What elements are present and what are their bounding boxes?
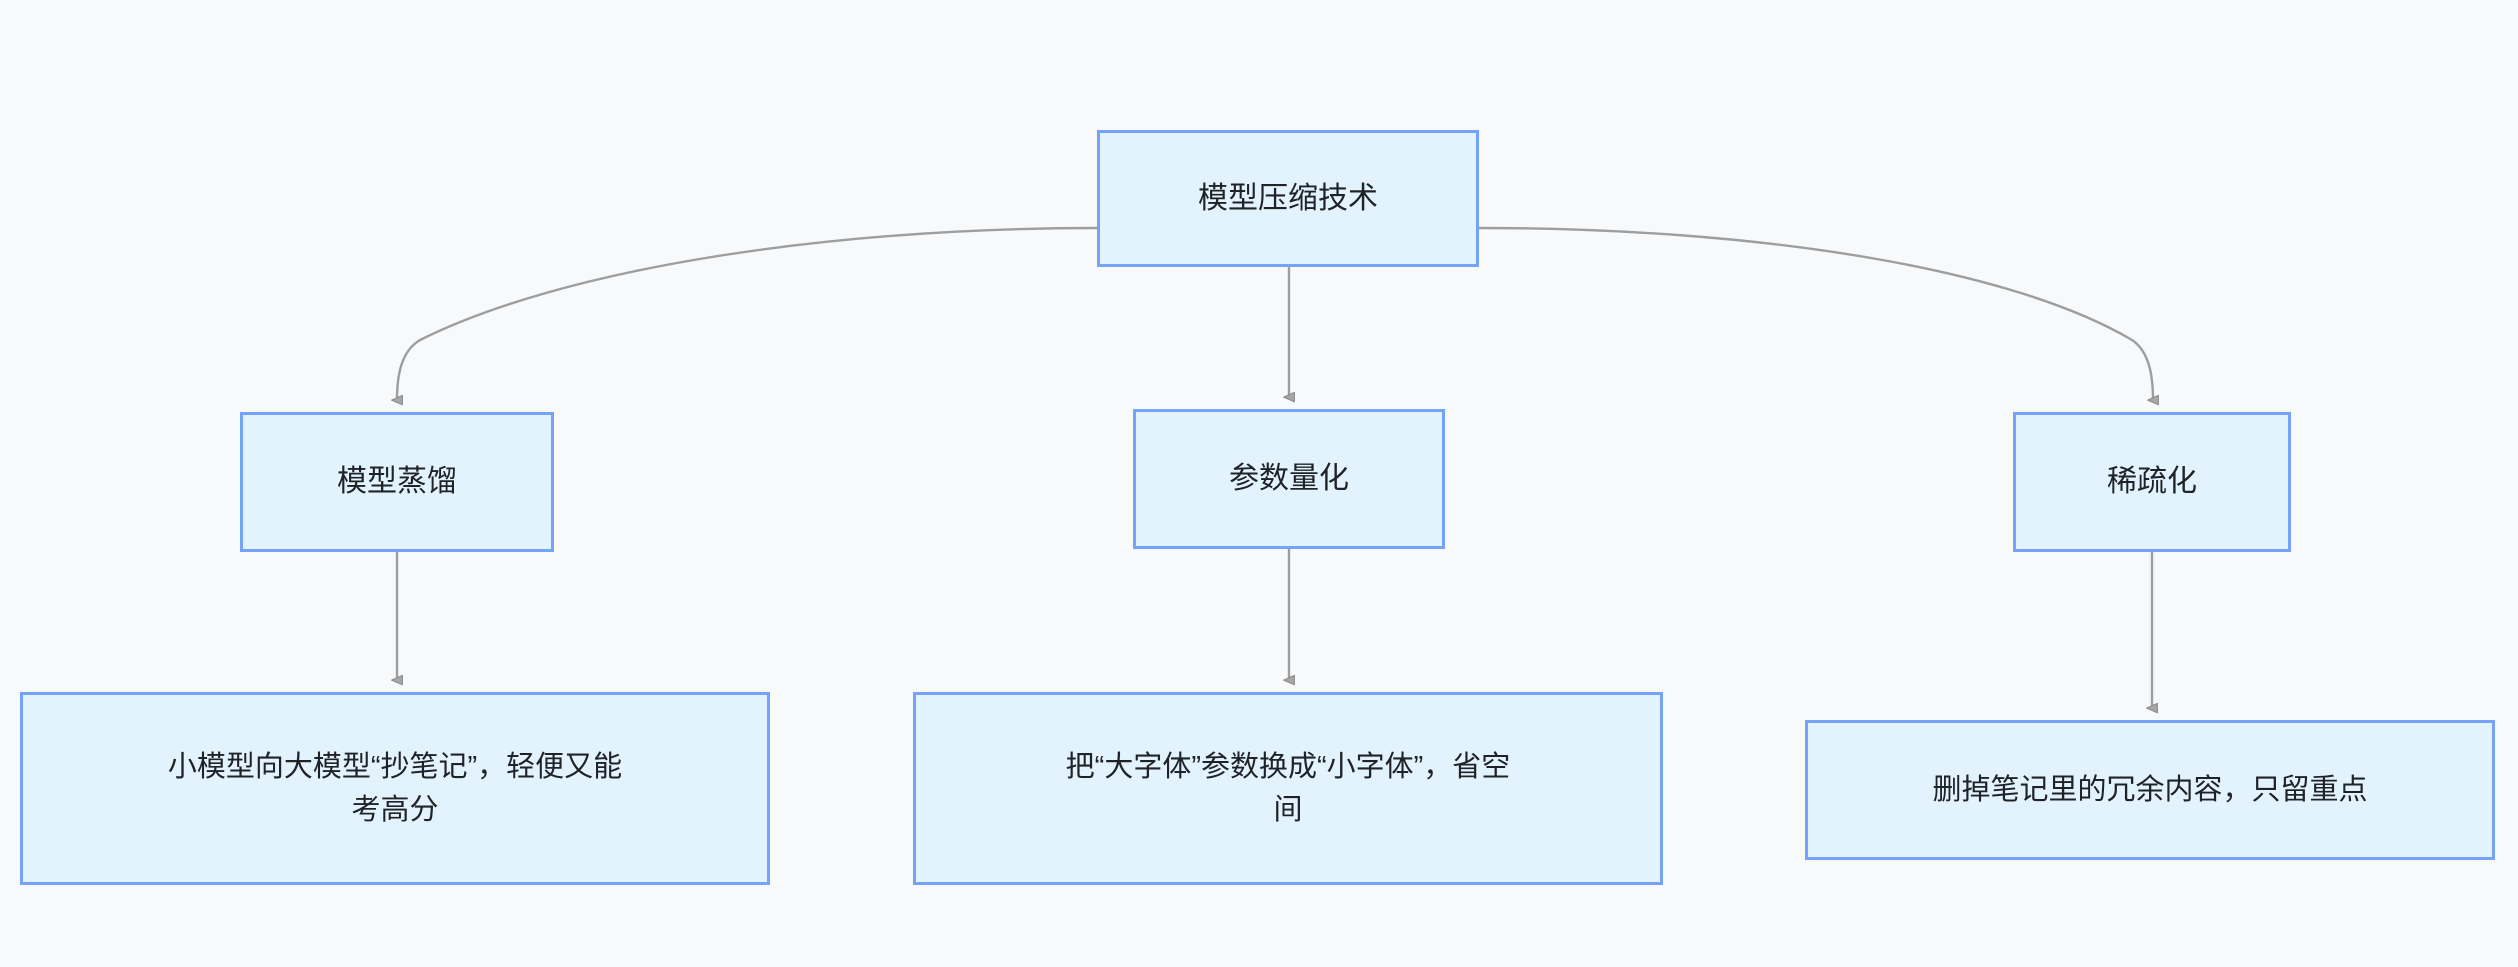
node-quantization[interactable]: 参数量化 xyxy=(1133,409,1445,549)
node-root-label: 模型压缩技术 xyxy=(1198,181,1378,215)
node-sparsification[interactable]: 稀疏化 xyxy=(2013,412,2291,552)
node-distillation[interactable]: 模型蒸馏 xyxy=(240,412,554,552)
node-sparsification-description[interactable]: 删掉笔记里的冗余内容，只留重点 xyxy=(1805,720,2495,860)
node-sparsification-description-label: 删掉笔记里的冗余内容，只留重点 xyxy=(1932,773,2368,806)
edge-root-sparsification xyxy=(1478,226,2159,406)
node-root[interactable]: 模型压缩技术 xyxy=(1097,130,1479,267)
edge-root-distillation xyxy=(391,226,1098,406)
node-sparsification-label: 稀疏化 xyxy=(2107,465,2197,499)
node-distillation-description[interactable]: 小模型向大模型“抄笔记”，轻便又能 考高分 xyxy=(20,692,770,885)
node-quantization-label: 参数量化 xyxy=(1229,462,1349,496)
node-quantization-description[interactable]: 把“大字体”参数换成“小字体”，省空 间 xyxy=(913,692,1663,885)
node-quantization-description-label: 把“大字体”参数换成“小字体”，省空 间 xyxy=(1065,751,1511,826)
node-distillation-label: 模型蒸馏 xyxy=(337,465,457,499)
node-distillation-description-label: 小模型向大模型“抄笔记”，轻便又能 考高分 xyxy=(167,751,623,826)
